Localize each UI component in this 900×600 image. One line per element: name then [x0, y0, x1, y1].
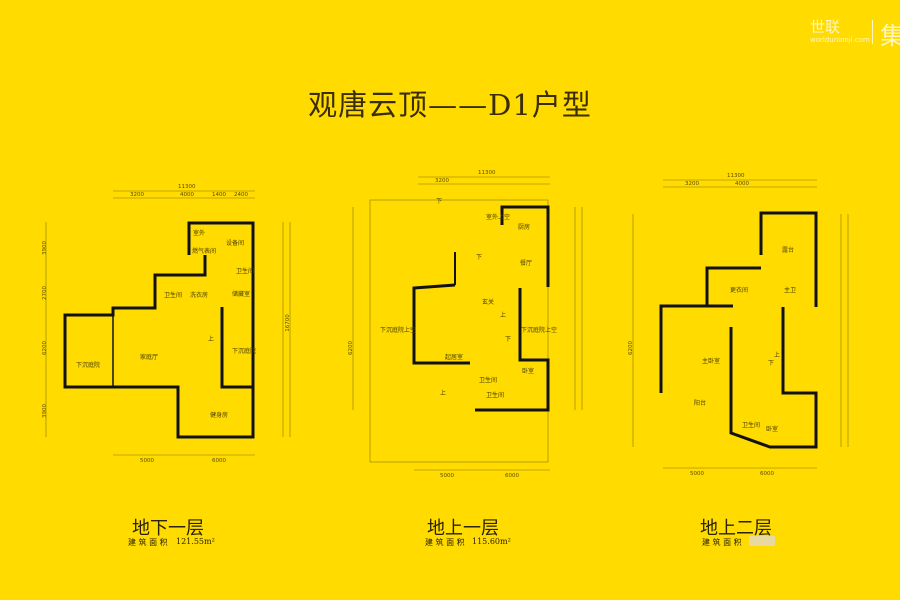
dimension-lines — [45, 176, 849, 471]
room-label: 露台 — [782, 247, 795, 254]
dim-top: 3200 — [435, 178, 449, 184]
room-label: 燃气表间 — [192, 248, 217, 255]
room-label: 卫生间 — [742, 422, 761, 429]
dim-side: 6200 — [42, 341, 48, 355]
room-label: 下 — [768, 360, 775, 367]
logo-url: worldunionji.com — [810, 36, 870, 44]
room-label: 室外上空 — [486, 214, 511, 221]
room-label: 下 — [436, 198, 443, 205]
room-label: 卫生间 — [236, 268, 255, 275]
dim-bottom: 5000 — [690, 471, 704, 477]
floor-title-f1: 地上一层 — [427, 518, 499, 539]
room-label: 餐厅 — [520, 260, 533, 267]
room-label: 上 — [774, 352, 781, 359]
dim-bottom: 5000 — [140, 458, 154, 464]
room-label: 家庭厅 — [140, 354, 159, 361]
dim-side: 3900 — [42, 241, 48, 255]
room-label: 室外 — [193, 230, 206, 237]
room-label: 主卧室 — [702, 358, 721, 365]
brand-logo: 世联 worldunionji.com 集 — [810, 16, 900, 50]
floor-area-label: 建 筑 面 积 — [702, 538, 742, 547]
dim-total-width: 11300 — [727, 173, 745, 179]
dim-bottom: 6000 — [505, 473, 519, 479]
room-label: 下 — [476, 254, 483, 261]
dim-top: 3200 — [130, 192, 144, 198]
room-label: 设备间 — [226, 240, 245, 247]
dim-top: 3200 — [685, 181, 699, 187]
dim-top: 2400 — [234, 192, 248, 198]
room-label: 卫生间 — [164, 292, 183, 299]
page-title: 观唐云顶——D1户型 — [308, 88, 592, 122]
room-label: 卧室 — [522, 368, 535, 375]
floor-area-label: 建 筑 面 积 — [425, 538, 465, 547]
room-label: 上 — [440, 390, 447, 397]
room-label: 下沉庭院上空 — [521, 327, 558, 334]
dim-total-width: 11300 — [478, 170, 496, 176]
room-label: 上 — [208, 336, 215, 343]
logo-divider — [872, 20, 873, 44]
room-label: 厨房 — [518, 224, 531, 231]
dim-side: 3900 — [42, 404, 48, 418]
floor-area-value: 121.55m² — [176, 537, 215, 546]
dim-total-width: 11300 — [178, 184, 196, 190]
room-label: 卧室 — [766, 426, 779, 433]
room-label: 卫生间 — [486, 392, 505, 399]
room-label: 起居室 — [445, 354, 464, 361]
logo-brand: 世联 — [810, 18, 841, 36]
floor-area-label: 建 筑 面 积 — [128, 538, 168, 547]
floor-title-f2: 地上二层 — [700, 518, 772, 539]
room-label: 上 — [500, 312, 507, 319]
dim-top: 1400 — [212, 192, 226, 198]
room-label: 阳台 — [694, 400, 707, 407]
dim-side: 6200 — [628, 341, 634, 355]
room-label: 主卫 — [784, 287, 797, 294]
room-label: 更衣间 — [730, 287, 749, 294]
floor-title-b1: 地下一层 — [132, 518, 204, 539]
dim-bottom: 6000 — [212, 458, 226, 464]
dim-bottom: 6000 — [760, 471, 774, 477]
room-label: 下沉庭院 — [232, 348, 257, 355]
room-label: 下沉庭院上空 — [380, 327, 417, 334]
dim-top: 4000 — [180, 192, 194, 198]
dim-bottom: 5000 — [440, 473, 454, 479]
room-label: 健身房 — [210, 412, 229, 419]
dim-side: 2700 — [42, 286, 48, 300]
room-label: 洗衣房 — [190, 292, 209, 299]
room-label: 玄关 — [482, 299, 495, 306]
room-label: 储藏室 — [232, 291, 251, 298]
room-label: 下沉庭院 — [76, 362, 101, 369]
room-label: 卫生间 — [479, 377, 498, 384]
walls — [63, 205, 818, 449]
room-label: 下 — [505, 336, 512, 343]
dim-total-depth: 16700 — [284, 314, 291, 332]
dim-top: 4000 — [735, 181, 749, 187]
logo-mark: 集 — [880, 22, 900, 50]
dim-side: 6200 — [348, 341, 354, 355]
obscured-area-value — [749, 536, 775, 546]
floor-area-value: 115.60m² — [472, 537, 511, 546]
